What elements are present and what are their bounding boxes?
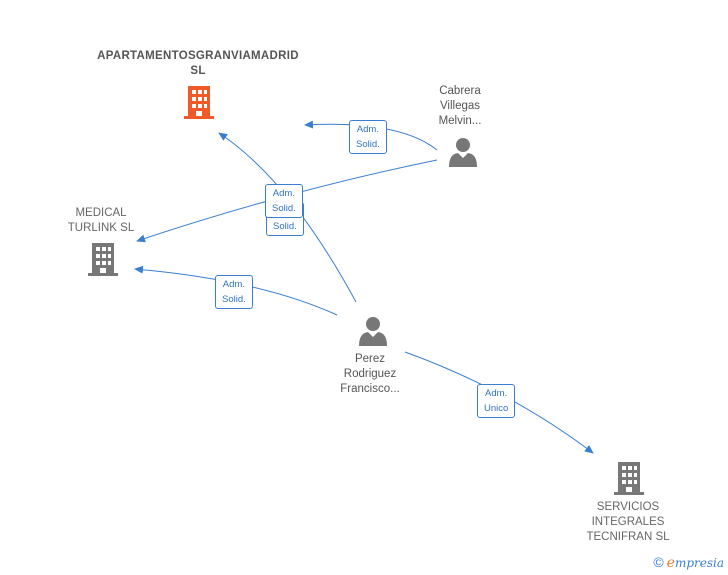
edge-label-cabrera-medical: Adm.Solid. bbox=[265, 184, 303, 218]
empresia-footer: ©empresia bbox=[653, 554, 724, 571]
brand-name: mpresia bbox=[674, 556, 724, 570]
company-label-apartamentos[interactable]: APARTAMENTOSGRANVIAMADRID SL bbox=[97, 50, 299, 77]
edge-label-perez-medical: Adm.Solid. bbox=[215, 275, 253, 309]
person-icon bbox=[359, 317, 387, 346]
company-label-servicios[interactable]: SERVICIOS INTEGRALES TECNIFRAN SL bbox=[586, 501, 670, 543]
brand-e: e bbox=[666, 555, 675, 571]
edge-label-cabrera-apartamentos: Adm.Solid. bbox=[349, 120, 387, 154]
copyright-icon: © bbox=[653, 554, 664, 570]
building-icon bbox=[184, 86, 214, 119]
building-icon bbox=[614, 462, 644, 495]
building-icon bbox=[88, 243, 118, 276]
company-label-medical[interactable]: MEDICAL TURLINK SL bbox=[67, 207, 135, 234]
person-icon bbox=[449, 138, 477, 167]
person-label-cabrera[interactable]: Cabrera Villegas Melvin... bbox=[438, 85, 482, 127]
person-label-perez[interactable]: Perez Rodriguez Francisco... bbox=[340, 353, 400, 395]
edge-label-perez-servicios: Adm.Unico bbox=[477, 384, 516, 418]
